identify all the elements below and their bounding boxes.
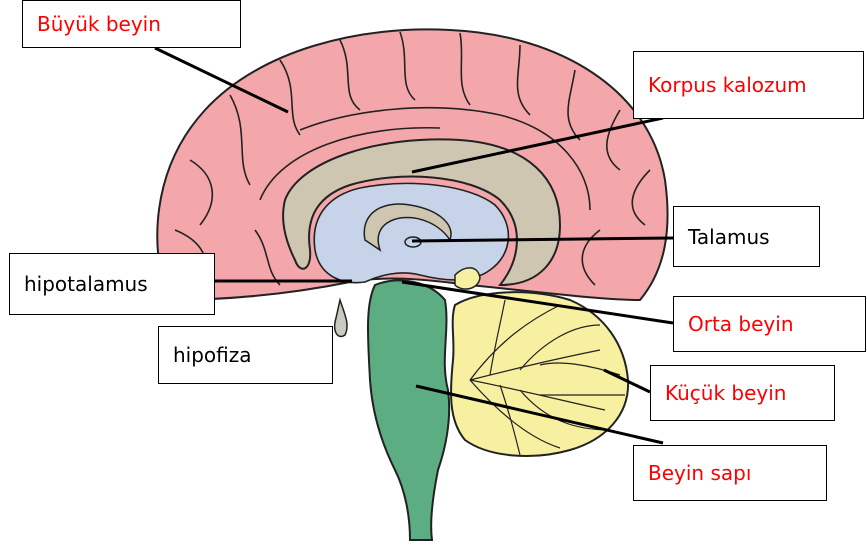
label-buyuk-beyin: Büyük beyin (22, 0, 241, 48)
label-kucuk-beyin: Küçük beyin (650, 365, 835, 421)
brainstem-shape (368, 280, 449, 540)
pineal-shape (455, 268, 480, 289)
label-orta-beyin: Orta beyin (673, 296, 866, 352)
label-hipofiza: hipofiza (158, 326, 333, 384)
label-beyin-sapi: Beyin sapı (633, 445, 827, 501)
label-hipotalamus: hipotalamus (9, 253, 215, 315)
thalamus-region (314, 183, 508, 282)
label-korpus-kalozum: Korpus kalozum (633, 51, 864, 119)
label-talamus: Talamus (673, 206, 820, 267)
pituitary-shape (335, 300, 347, 336)
